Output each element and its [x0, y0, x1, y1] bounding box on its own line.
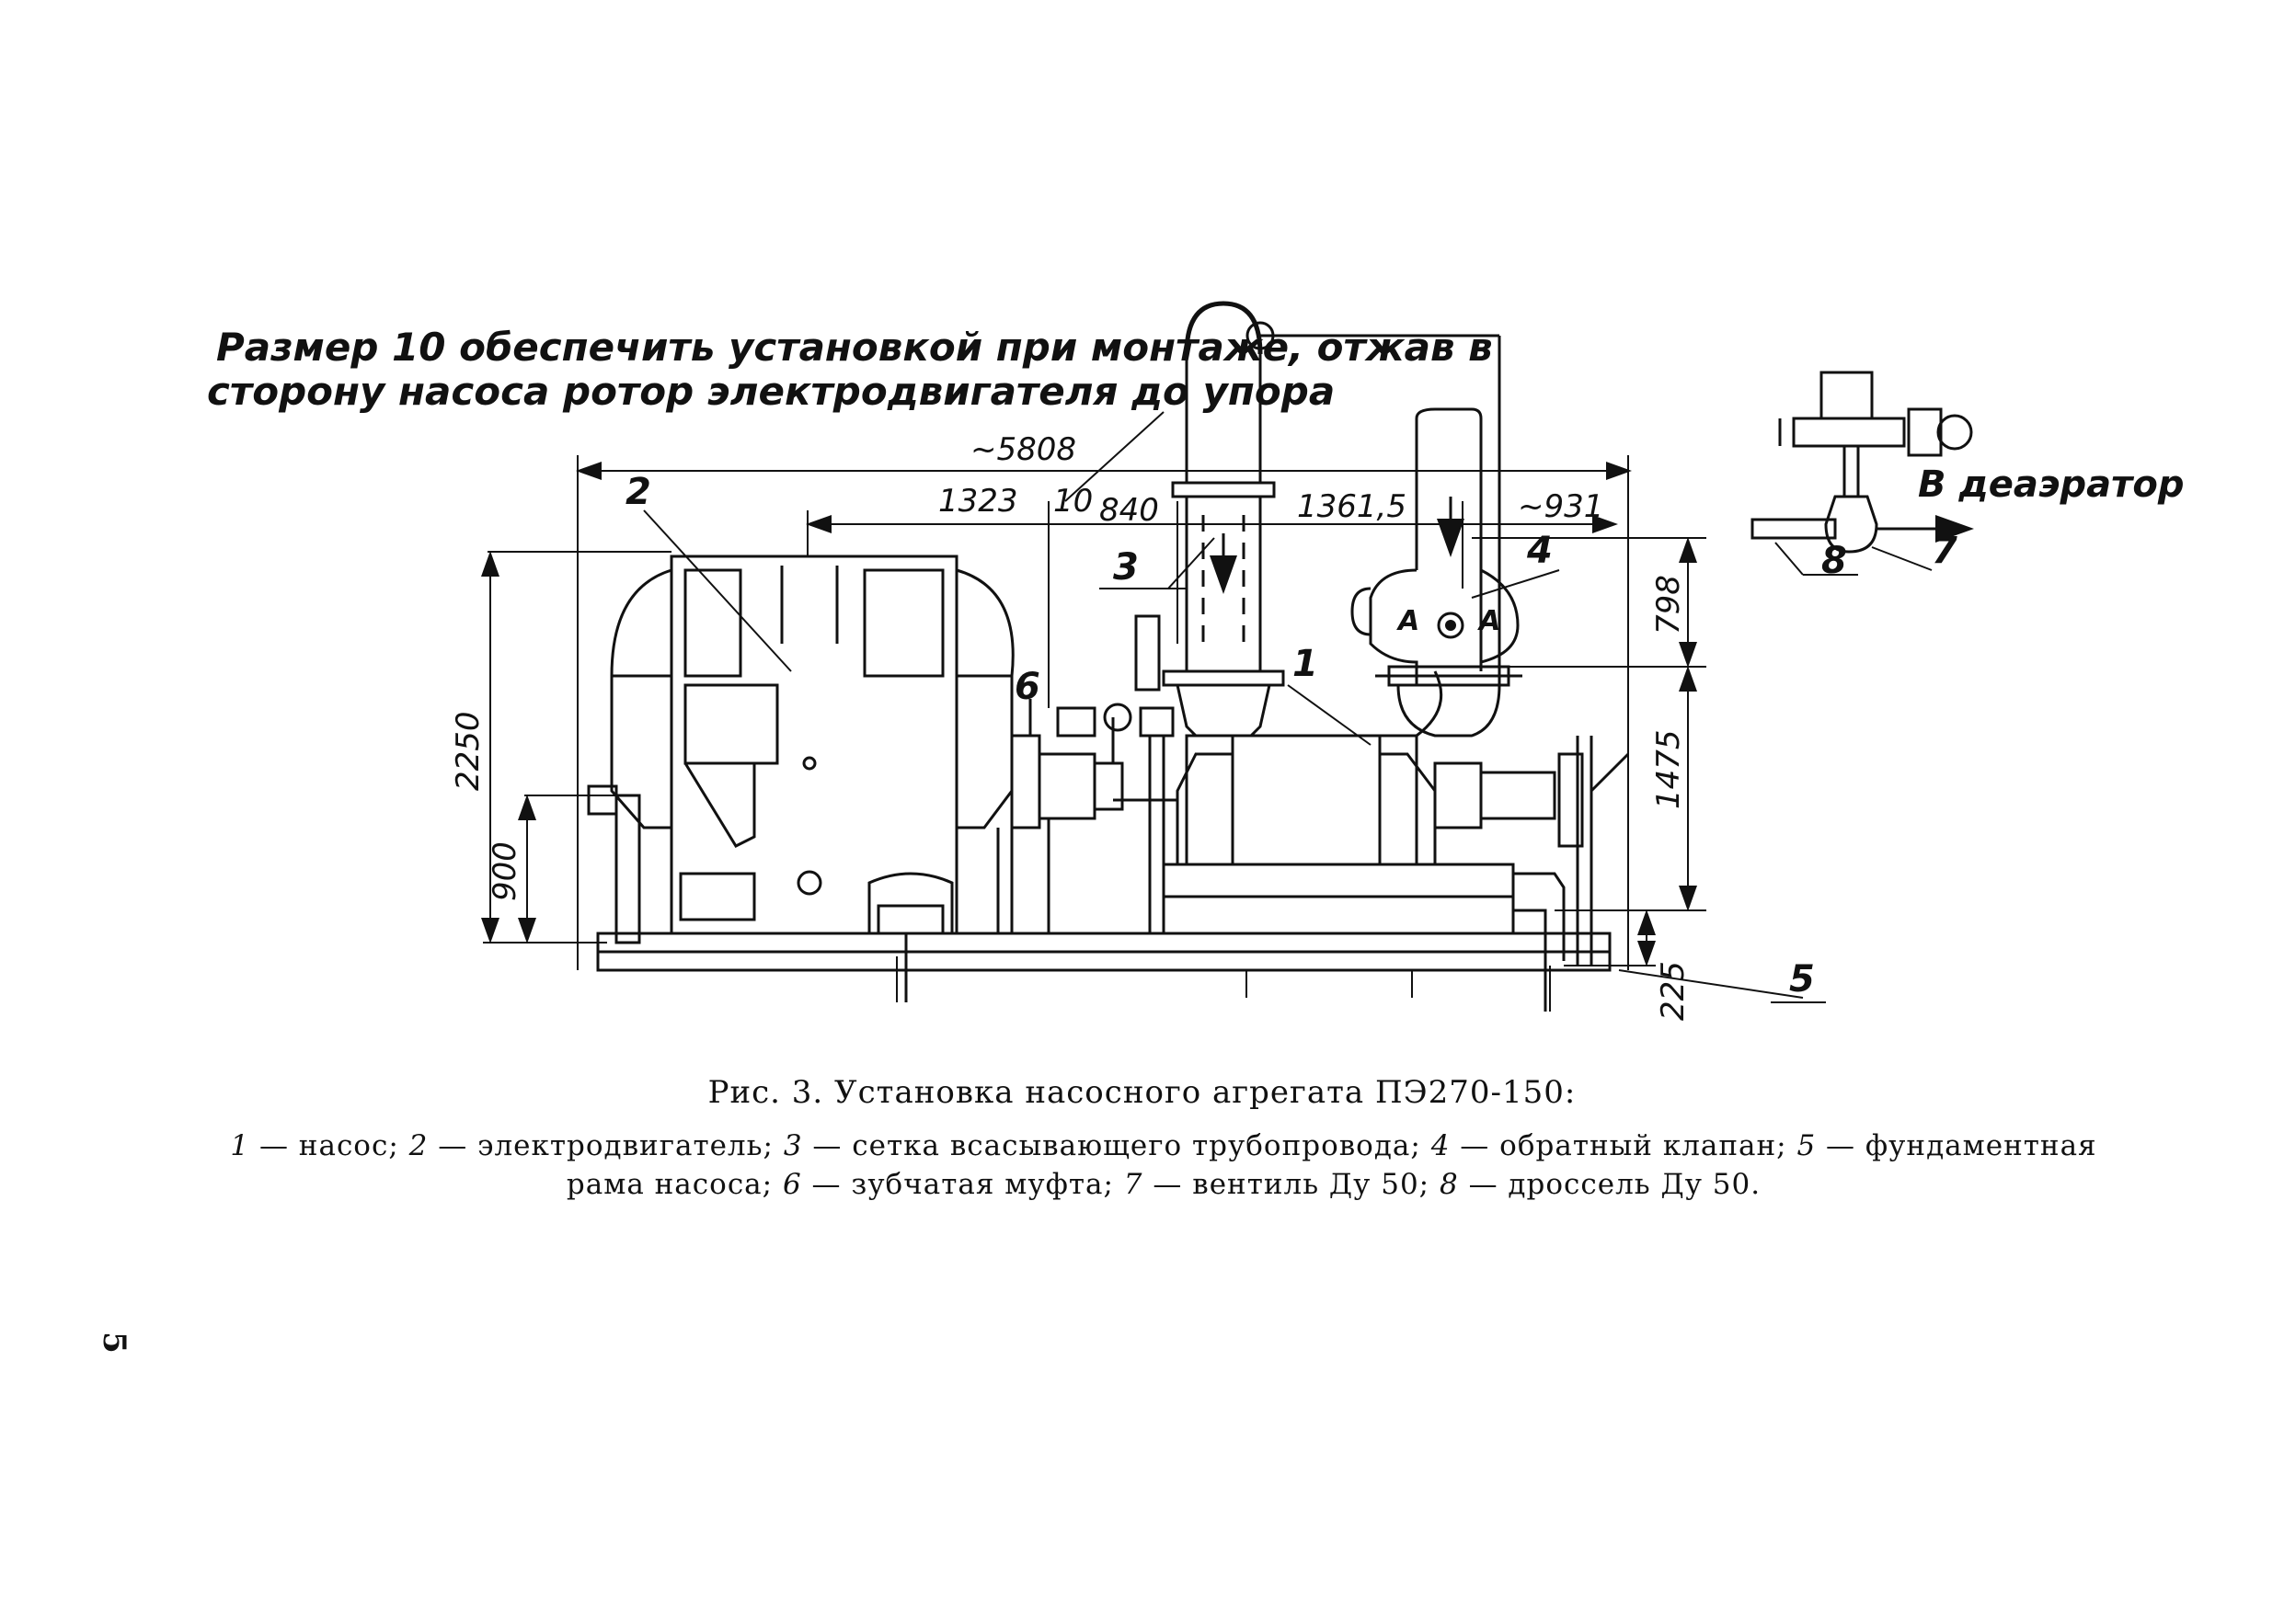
oil-system [1056, 614, 1177, 933]
page-number: 5 [95, 1332, 132, 1354]
dimension-840-label: 840 [1099, 492, 1159, 529]
dimension-10-label: 10 [1053, 483, 1093, 520]
legend-text-7: — вентиль Ду 50; [1142, 1168, 1440, 1201]
callouts: 1 2 3 4 5 6 [626, 471, 1815, 1001]
dimension-1323-label: 1323 [938, 483, 1018, 520]
installation-note-line2: сторону насоса ротор электродвигателя до… [207, 369, 1335, 414]
dimension-798-label: 798 [1650, 575, 1687, 635]
legend-num-4: 4 [1430, 1129, 1451, 1162]
legend-num-8: 8 [1439, 1168, 1459, 1201]
check-valve: А А [1350, 407, 1522, 738]
legend-num-1: 1 [230, 1129, 250, 1162]
to-deaerator-label: В деаэратор [1918, 463, 2184, 506]
motor-foot [867, 872, 954, 1002]
callout-7: 7 [1932, 530, 1957, 572]
dimension-2250-label: 2250 [450, 711, 487, 791]
callout-8: 8 [1821, 540, 1847, 582]
callout-1: 1 [1292, 643, 1318, 685]
legend-text-6: — зубчатая муфта; [801, 1168, 1124, 1201]
legend-num-2: 2 [408, 1129, 429, 1162]
detail-view: В деаэратор 7 8 [1750, 371, 2184, 582]
dimension-225-label: 225 [1655, 961, 1692, 1021]
callout-5: 5 [1789, 958, 1815, 1001]
legend-text-5: — фундаментная рама насоса; [566, 1129, 2097, 1201]
callout-3: 3 [1113, 546, 1139, 589]
legend-num-7: 7 [1123, 1168, 1143, 1201]
dimension-row-2: 1323 10 840 1361,5 ~931 [806, 411, 1618, 708]
legend-text-2: — электродвигатель; [428, 1129, 784, 1162]
dimension-1361-label: 1361,5 [1297, 488, 1406, 525]
legend-text-3: — сетка всасывающего трубопровода; [802, 1129, 1431, 1162]
legend-num-5: 5 [1796, 1129, 1817, 1162]
installation-note-line1: Размер 10 обеспечить установкой при монт… [216, 325, 1493, 370]
figure-caption-title: Рис. 3. Установка насосного агрегата ПЭ2… [707, 1074, 1577, 1111]
electric-motor [587, 555, 1015, 944]
suction-pipe [1162, 301, 1501, 738]
legend-text-8: — дроссель Ду 50. [1458, 1168, 1762, 1201]
foundation-frame [596, 932, 1826, 1012]
section-mark-a-left: А [1396, 605, 1419, 637]
legend-text-4: — обратный клапан; [1450, 1129, 1797, 1162]
section-mark-a-right: А [1477, 605, 1500, 637]
gear-coupling [996, 699, 1124, 933]
callout-4: 4 [1526, 530, 1553, 572]
callout-6: 6 [1015, 666, 1040, 708]
dimension-900-label: 900 [487, 841, 523, 901]
dimension-right: 798 1475 225 [1472, 537, 1706, 1021]
dimension-overall: ~5808 [576, 431, 1632, 970]
figure-legend: 1 — насос; 2 — электродвигатель; 3 — сет… [193, 1127, 2134, 1204]
dimension-5808-label: ~5808 [970, 431, 1076, 468]
legend-text-1: — насос; [249, 1129, 409, 1162]
dimension-1475-label: 1475 [1650, 729, 1687, 809]
pump-body [1162, 670, 1630, 1012]
callout-2: 2 [626, 471, 651, 513]
legend-num-3: 3 [783, 1129, 803, 1162]
legend-num-6: 6 [782, 1168, 802, 1201]
dimension-931-label: ~931 [1518, 488, 1603, 525]
dimension-left: 2250 900 [450, 551, 671, 944]
